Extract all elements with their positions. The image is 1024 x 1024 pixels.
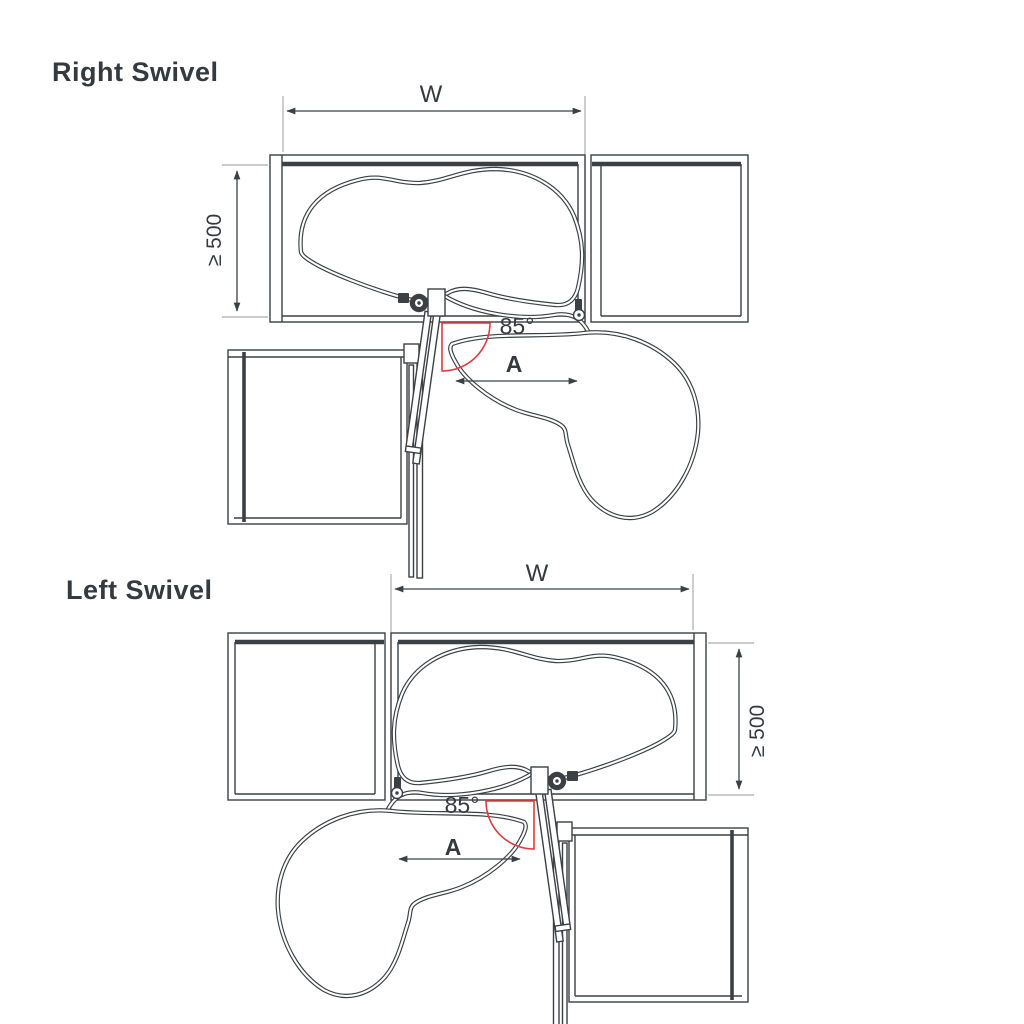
left-swivel-diagram: Left Swivel W ≥ 500 85° A [66,560,769,1024]
width-dimension-label: W [420,81,443,108]
door-opening-angle-label: 85° [445,792,480,818]
width-dimension-label: W [526,560,549,587]
mirrored-geometry [228,574,754,1024]
clearance-dimension-label: A [506,351,523,377]
right-swivel-diagram: Right Swivel W ≥ 500 85° A [52,57,748,578]
left-swivel-title: Left Swivel [66,575,213,605]
right-swivel-title: Right Swivel [52,57,219,87]
clearance-dimension-label: A [445,834,462,860]
min-depth-dimension-label: ≥ 500 [203,214,226,266]
door-opening-angle-label: 85° [500,313,535,339]
min-depth-dimension-label: ≥ 500 [746,705,769,757]
